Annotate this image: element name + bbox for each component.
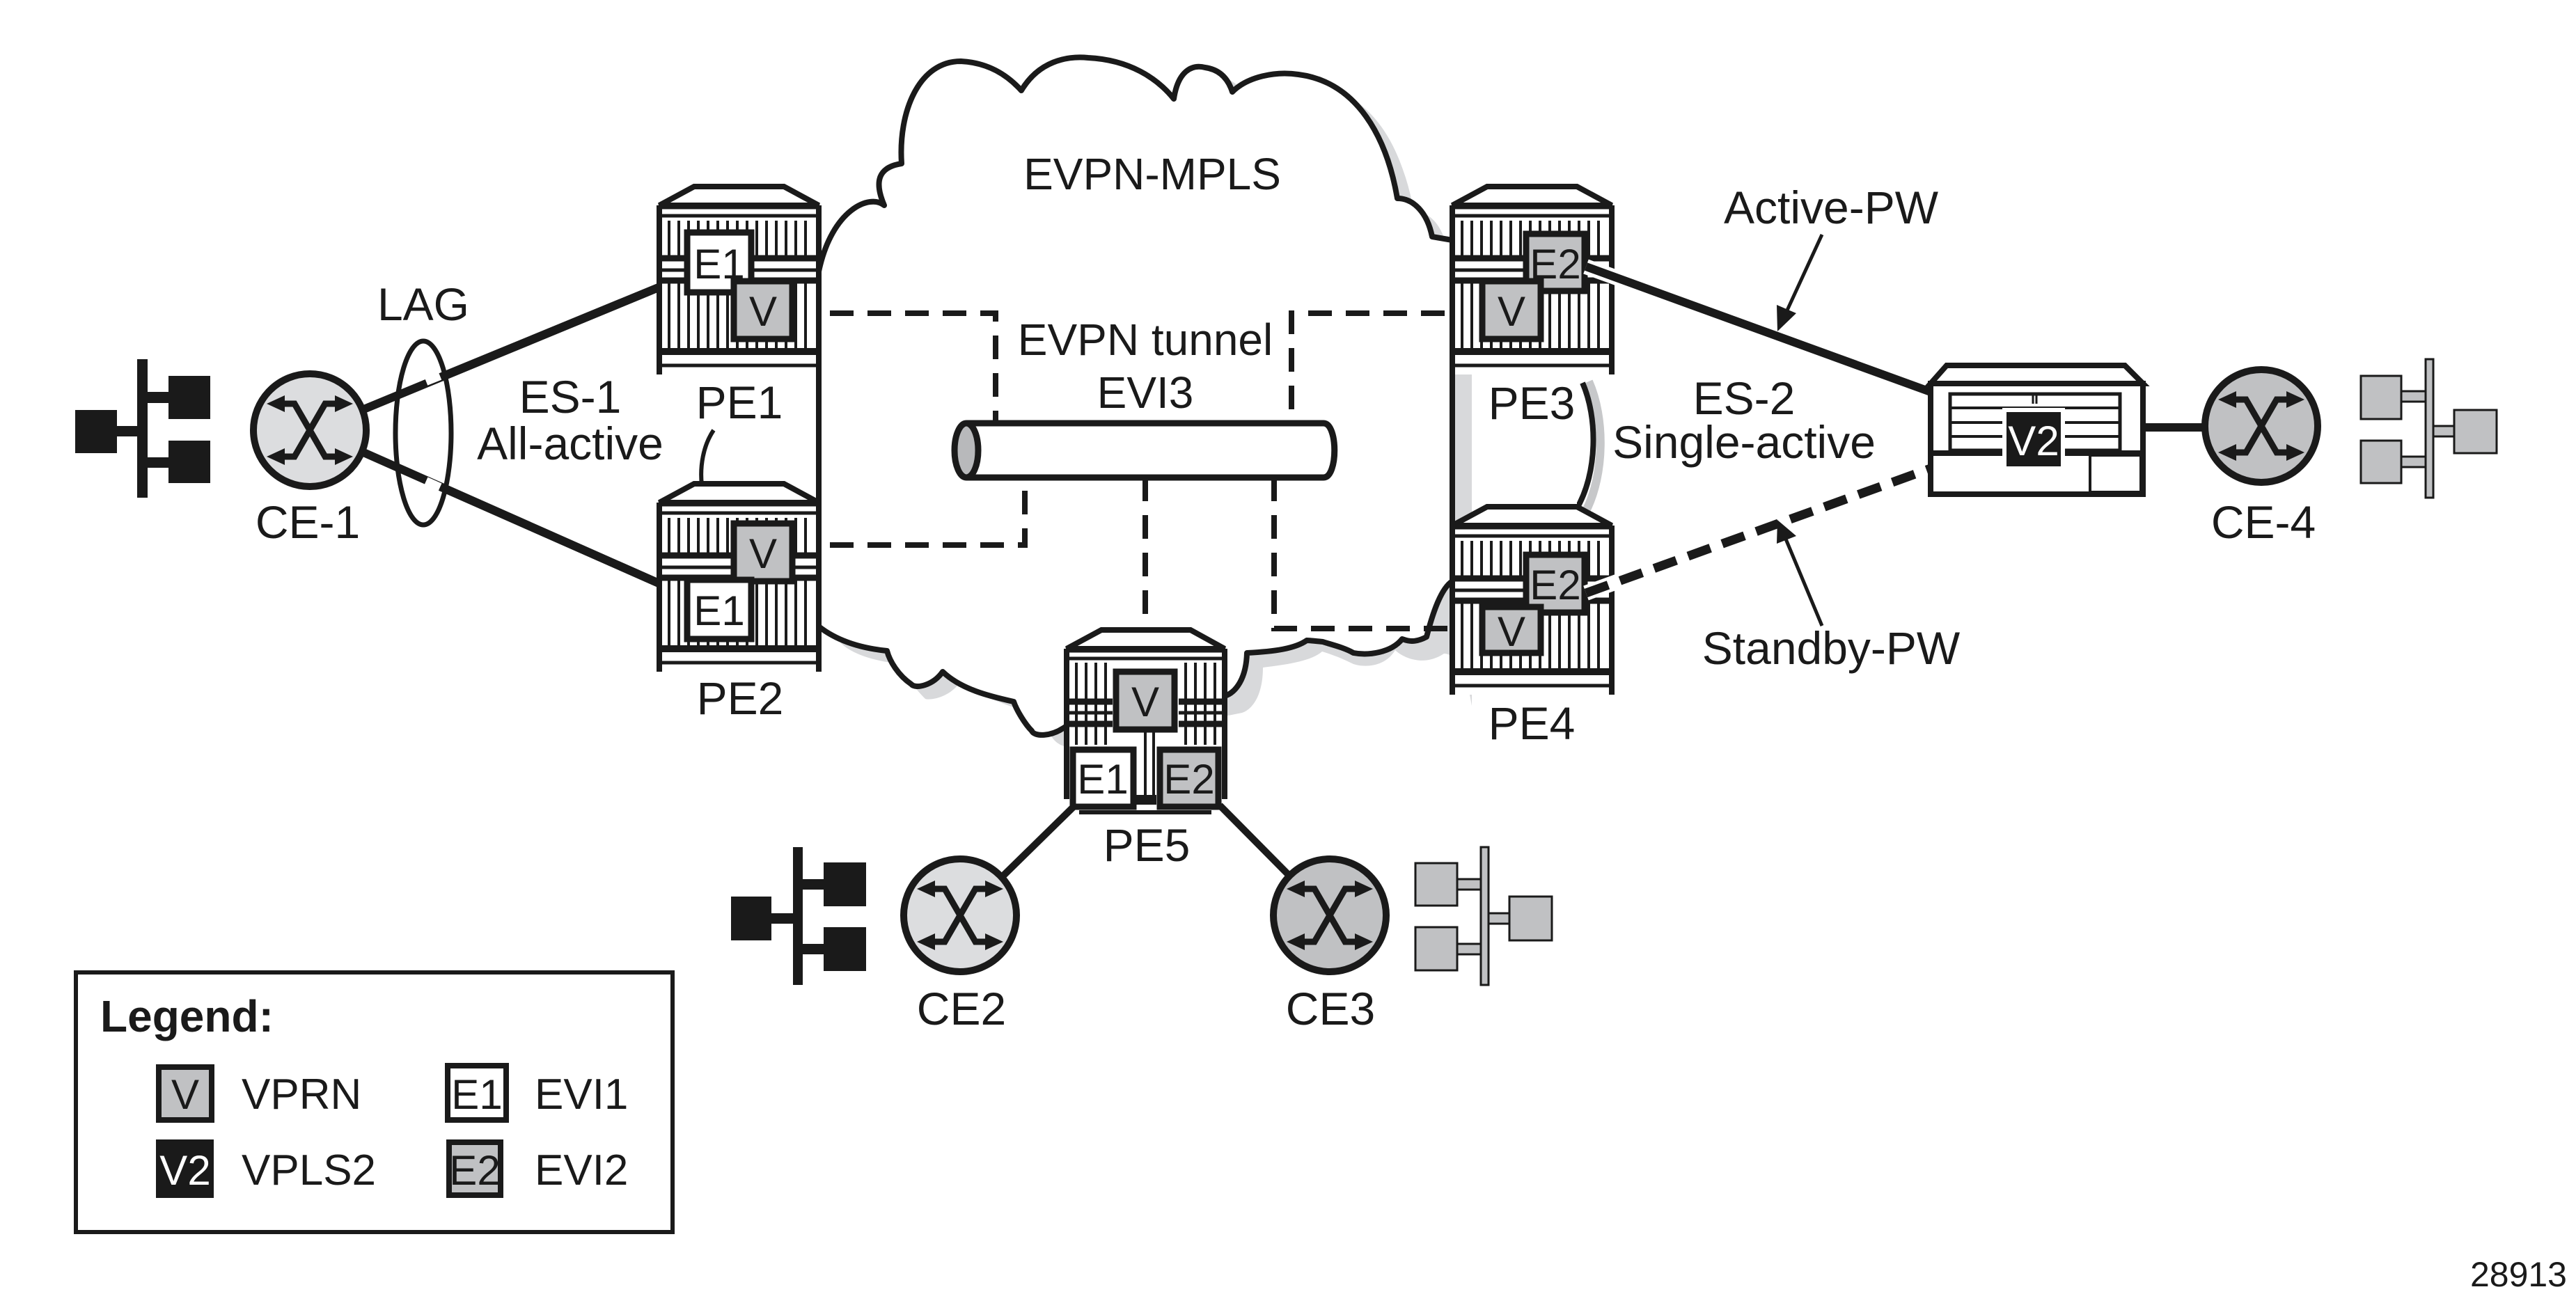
figure-id: 28913 [2470,1255,2567,1294]
ce3-label: CE3 [1286,983,1375,1034]
es2-label-line2: Single-active [1612,416,1876,468]
pe3-label: PE3 [1489,377,1576,429]
network-icon-ce2 [731,847,866,985]
legend-label-vprn: VPRN [242,1071,361,1119]
svg-text:E1: E1 [693,587,744,634]
pe5-label: PE5 [1104,819,1191,871]
pe3-v-badge: V [1479,278,1544,342]
lag-label: LAG [377,278,469,330]
ce1-label: CE-1 [256,496,360,548]
ce1-router [250,370,370,490]
network-icon-ce1 [75,359,210,498]
standby-pw-label: Standby-PW [1702,622,1961,674]
svg-text:E2: E2 [1530,562,1580,608]
legend-item-vprn: V VPRN [156,1064,361,1123]
pe4-e2-badge: E2 [1523,551,1588,616]
link-pe5-ce3 [1217,803,1291,878]
dashed-link-pe2 [792,478,1028,548]
legend: Legend: V VPRN E1 EVI1 V2 VPLS2 E2 EVI2 [74,970,675,1234]
svg-text:V: V [749,288,777,335]
pe5-e2-badge: E2 [1156,746,1222,810]
ce2-router [900,855,1020,975]
ce4-label: CE-4 [2211,496,2316,548]
network-icon-ce4 [2359,358,2498,499]
pe1-v-badge: V [730,278,796,342]
legend-badge-e1: E1 [451,1071,502,1118]
active-pw-arrow [1777,233,1824,331]
es1-label-line2: All-active [477,418,663,469]
pe1-label: PE1 [696,377,783,428]
legend-item-vpls2: V2 VPLS2 [156,1139,376,1198]
cloud-right-bulge [1573,381,1596,512]
legend-item-evi1: E1 EVI1 [445,1063,628,1123]
dashed-link-pe1 [792,310,998,423]
tunnel-opening [951,420,982,481]
svg-text:V: V [1498,608,1525,655]
ce2-label: CE2 [917,983,1006,1034]
cloud-outline [816,54,1455,738]
pe3-router: E2 V [1452,187,1612,374]
pe2-e1-badge: E1 [684,576,755,642]
legend-badge-v: V [171,1071,199,1118]
svg-text:V: V [749,530,777,577]
standby-pw [1583,461,1933,601]
cloud-label: EVPN-MPLS [1023,149,1281,199]
legend-label-vpls2: VPLS2 [242,1146,376,1194]
ce3-router [1270,855,1390,975]
pe2-v-badge: V [730,520,796,585]
pe2-router: V E1 [659,484,819,672]
vpls2-switch: V2 [1924,363,2150,497]
cloud-right-bulge-shadow [1582,379,1605,513]
link-pe5-ce2 [1000,803,1078,878]
pe5-router: V E1 E2 [1064,627,1227,814]
svg-text:V: V [1498,288,1525,335]
svg-text:V2: V2 [2008,418,2059,464]
pe2-label: PE2 [697,672,784,724]
active-pw-label: Active-PW [1724,182,1939,233]
standby-pw-arrow [1777,520,1824,626]
legend-badge-v2: V2 [159,1147,210,1194]
svg-text:E2: E2 [1163,756,1214,803]
es2-label-line1: ES-2 [1693,372,1796,424]
dashed-link-pe4 [1271,478,1482,631]
legend-label-evi1: EVI1 [535,1071,628,1119]
dashed-link-pe3 [1289,310,1482,423]
pe4-v-badge: V [1479,603,1544,656]
pe1-router: E1 V [659,187,819,374]
es1-multihoming-arc [699,429,716,486]
evi3-dashed-links [792,310,1482,672]
legend-item-evi2: E2 EVI2 [446,1139,628,1198]
pe4-label: PE4 [1489,697,1576,749]
pe5-e1-badge: E1 [1069,746,1137,810]
legend-title: Legend: [100,991,274,1041]
active-pw [1583,259,1933,400]
ce4-router [2201,366,2321,486]
es1-label-line1: ES-1 [519,371,622,423]
evpn-mpls-cloud: EVPN-MPLS [816,54,1605,748]
tunnel-label-line1: EVPN tunnel [1018,315,1273,365]
evpn-tunnel: EVPN tunnel EVI3 [951,315,1338,481]
svg-text:V: V [1131,679,1159,725]
svg-text:E1: E1 [1077,756,1128,803]
legend-label-evi2: EVI2 [535,1146,628,1194]
legend-badge-e2: E2 [449,1147,500,1194]
switch-v2-badge: V2 [2002,408,2065,471]
pe4-router: E2 V [1452,507,1612,695]
pe5-v-badge: V [1113,668,1178,733]
network-icon-ce3 [1414,846,1553,986]
tunnel-label-line2: EVI3 [1097,368,1194,418]
lag-ellipse [393,338,454,528]
